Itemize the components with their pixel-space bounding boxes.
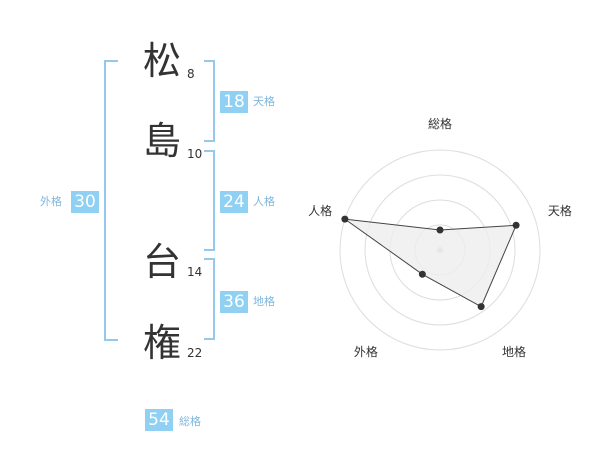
- jinkaku-value: 24: [220, 191, 248, 213]
- radar-ring: [389, 199, 491, 301]
- chikaku-value: 36: [220, 291, 248, 313]
- radar-point: [418, 270, 426, 278]
- stroke-count-4: 22: [187, 346, 203, 360]
- radar-ring: [364, 174, 516, 326]
- tenkaku-value: 18: [220, 91, 248, 113]
- radar-center: [437, 247, 443, 253]
- chikaku-label: 地格: [253, 295, 275, 308]
- soukaku-value: 54: [145, 409, 173, 431]
- tenkaku-label: 天格: [253, 95, 275, 108]
- jinkaku-label: 人格: [253, 195, 275, 208]
- radar-area: [344, 218, 517, 308]
- radar-ring: [339, 149, 541, 351]
- radar-axis-label: 総格: [428, 116, 452, 131]
- radar-point: [436, 226, 444, 234]
- gaikaku-label: 外格: [40, 195, 62, 208]
- radar-point: [477, 303, 485, 311]
- tenkaku-bracket: [204, 60, 215, 142]
- radar-axis-label: 外格: [354, 344, 378, 359]
- radar-axis-label: 天格: [548, 203, 572, 218]
- chikaku-bracket: [204, 258, 215, 340]
- name-char-3: 台: [143, 240, 182, 284]
- radar-axis-label: 地格: [502, 344, 526, 359]
- radar-axis-label: 人格: [308, 203, 332, 218]
- stroke-count-3: 14: [187, 265, 203, 279]
- gaikaku-value: 30: [71, 191, 99, 213]
- gaikaku-bracket: [104, 60, 118, 341]
- stroke-count-1: 8: [187, 67, 195, 81]
- name-char-1: 松: [143, 39, 182, 83]
- name-char-4: 権: [143, 321, 182, 365]
- stroke-count-2: 10: [187, 147, 203, 161]
- soukaku-label: 総格: [179, 415, 201, 428]
- radar-ring: [414, 224, 466, 276]
- name-char-2: 島: [143, 119, 182, 163]
- jinkaku-bracket: [204, 150, 215, 251]
- radar-point: [512, 221, 520, 229]
- radar-point: [341, 215, 349, 223]
